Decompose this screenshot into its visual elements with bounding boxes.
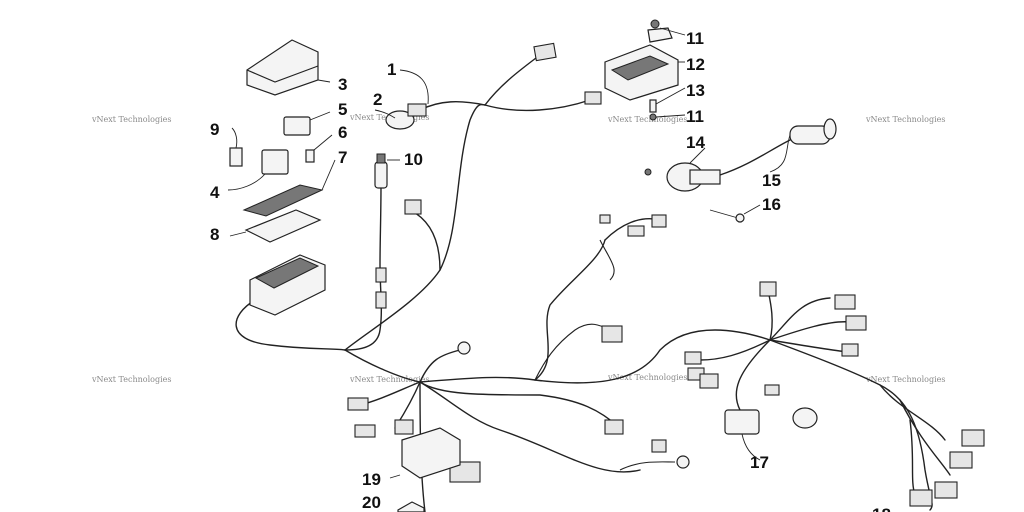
callout-4: 4 [210,183,220,202]
callout-5: 5 [338,100,347,119]
watermarks: vNext Technologies vNext Technologies vN… [91,113,945,384]
voltage-regulator [604,19,686,121]
watermark: vNext Technologies [607,373,687,382]
callout-13: 13 [686,81,705,100]
watermark: vNext Technologies [91,375,171,384]
screw [709,204,761,223]
fuse [229,127,243,167]
callout-numbers: 1 2 3 4 5 6 7 8 9 10 11 12 13 11 14 15 1… [210,29,891,512]
watermark: vNext Technologies [607,115,687,124]
connectors [347,42,985,507]
wire-clip [374,109,415,130]
harness-connector-1 [399,69,429,117]
callout-12: 12 [686,55,705,74]
watermark: vNext Technologies [865,115,945,124]
handlebar-grip [769,118,837,173]
callout-9: 9 [210,120,219,139]
temperature-sensor [374,153,400,189]
callout-15: 15 [762,171,781,190]
callout-17: 17 [750,453,769,472]
callout-2: 2 [373,90,382,109]
switch-housing [644,147,721,192]
fuse-box [249,254,326,316]
watermark: vNext Technologies [349,375,429,384]
callout-10: 10 [404,150,423,169]
connector-housing-17 [724,407,818,461]
callout-19: 19 [362,470,381,489]
callout-6: 6 [338,123,347,142]
relay-box-cover [246,39,331,96]
fuse-small [305,134,333,163]
watermark: vNext Technologies [865,375,945,384]
callout-14: 14 [686,133,705,152]
callout-7: 7 [338,148,347,167]
callout-3: 3 [338,75,347,94]
callout-18: 18 [872,505,891,512]
callout-8: 8 [210,225,219,244]
callout-1: 1 [387,60,396,79]
callout-20: 20 [362,493,381,512]
watermark: vNext Technologies [91,115,171,124]
gasket [229,209,322,243]
cdi-module [389,427,461,479]
part-20 [397,501,425,512]
callout-16: 16 [762,195,781,214]
relay-small [283,111,331,136]
relay [227,149,289,191]
callout-11-top: 11 [686,29,704,48]
circuit-board [242,159,336,217]
callout-11-lower: 11 [686,107,704,126]
